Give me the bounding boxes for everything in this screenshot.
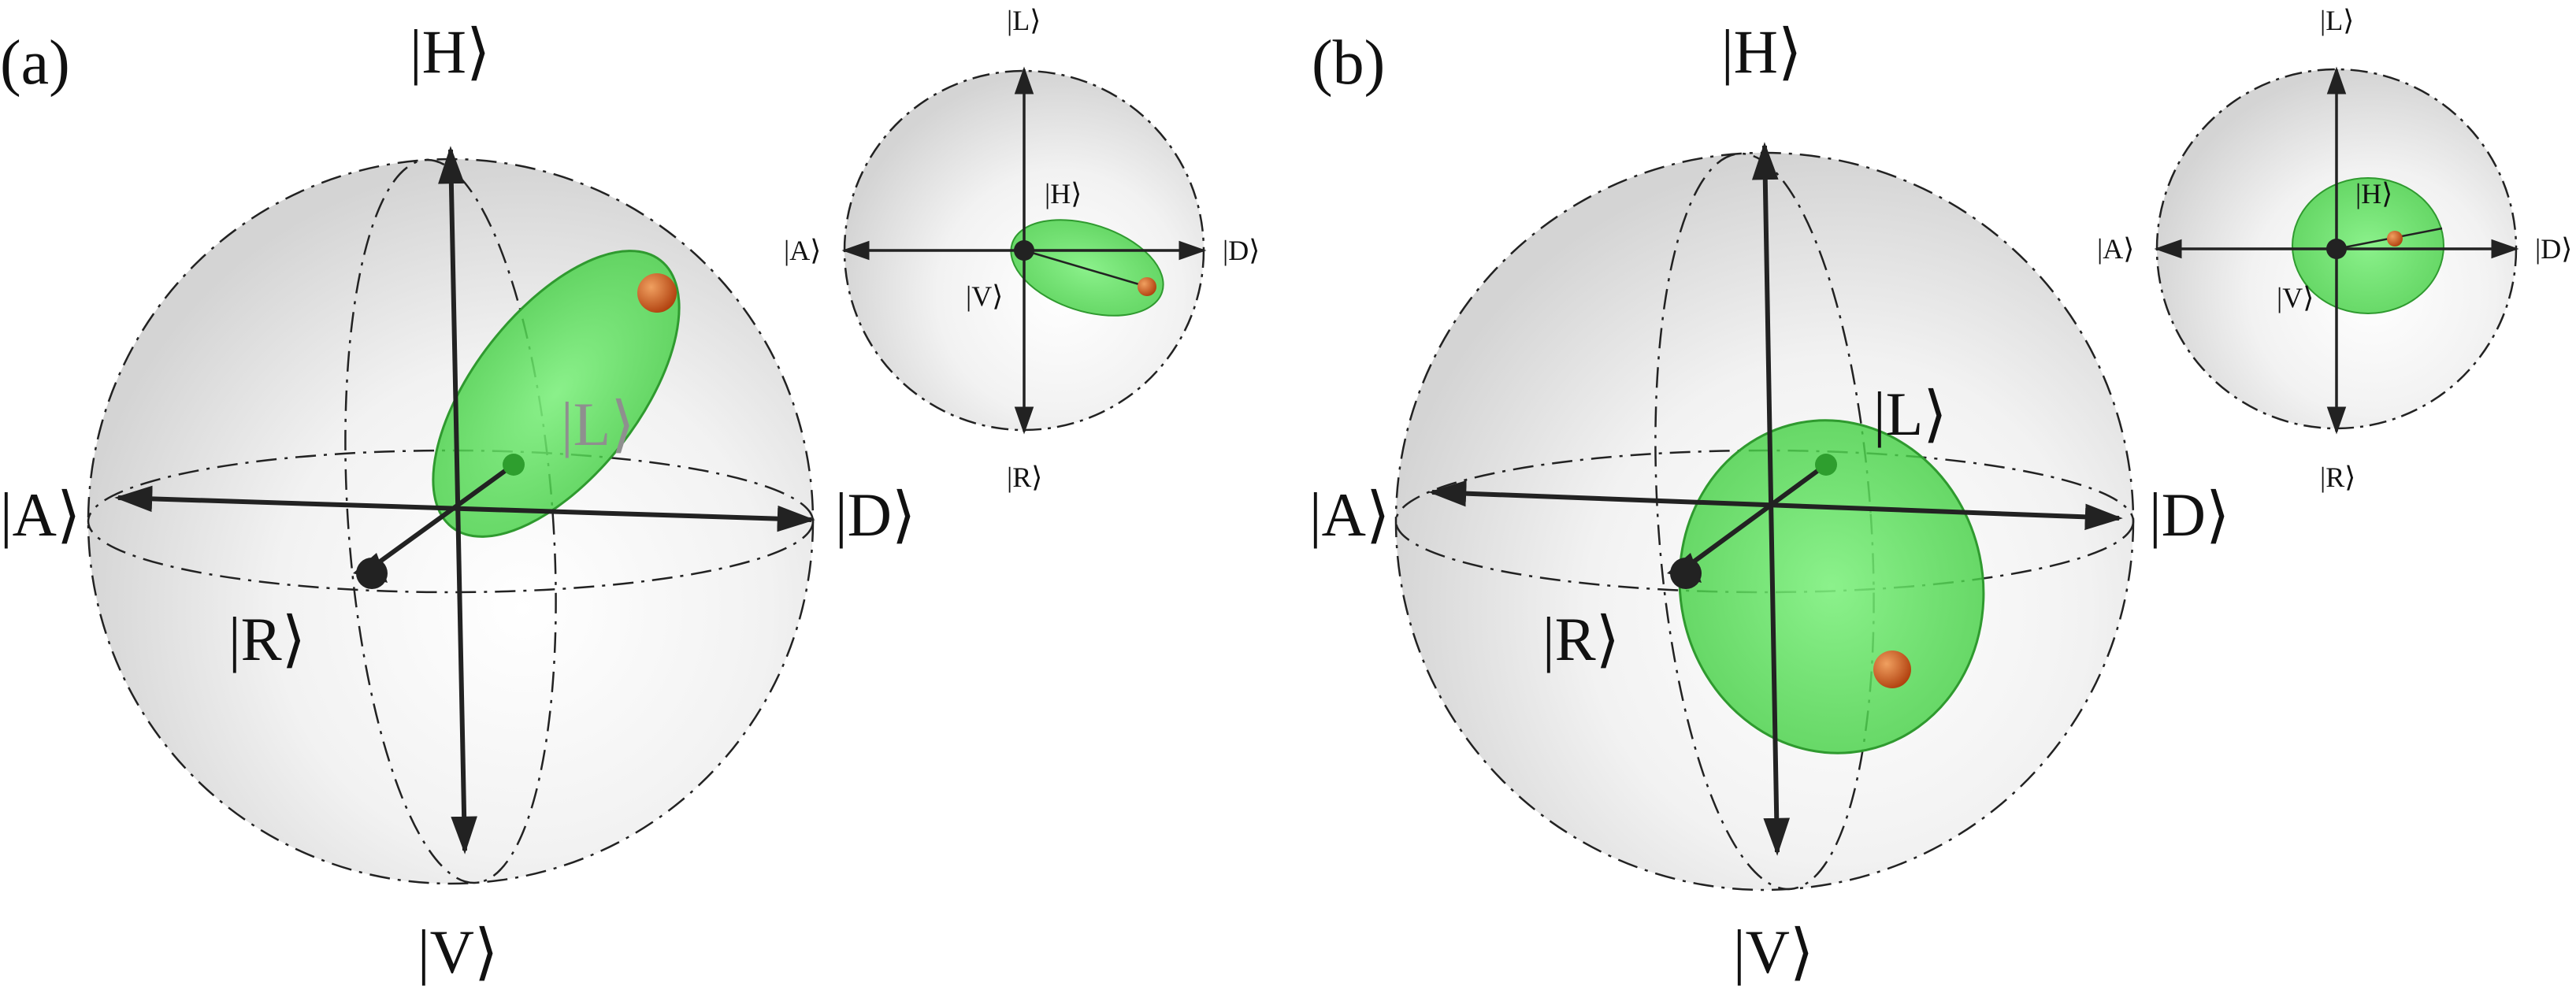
svg-text:|D⟩: |D⟩	[835, 480, 915, 549]
svg-text:|H⟩: |H⟩	[2355, 178, 2392, 209]
label-r: |R⟩	[1542, 605, 1620, 673]
inset-label-d: |D⟩	[1223, 235, 1260, 266]
label-v: |V⟩	[418, 917, 498, 986]
label-v: |V⟩	[1733, 917, 1813, 986]
panel-b-large-sphere: |H⟩ |V⟩ |A⟩ |D⟩ |R⟩ |L⟩	[1309, 17, 2229, 986]
inset-label-a: |A⟩	[784, 235, 821, 266]
inset-label-d: |D⟩	[2535, 233, 2572, 265]
inset-label-v: |V⟩	[966, 280, 1003, 312]
svg-text:|H⟩: |H⟩	[1721, 17, 1802, 86]
svg-text:|A⟩: |A⟩	[784, 235, 821, 266]
label-d: |D⟩	[2149, 480, 2229, 549]
svg-text:|V⟩: |V⟩	[1733, 917, 1813, 986]
label-l: |L⟩	[561, 390, 635, 458]
label-r: |R⟩	[228, 605, 306, 673]
svg-text:|A⟩: |A⟩	[1309, 480, 1390, 549]
svg-text:|L⟩: |L⟩	[1007, 5, 1041, 36]
svg-text:|D⟩: |D⟩	[2535, 233, 2572, 265]
label-h: |H⟩	[410, 17, 490, 86]
panel-a-tag: (a)	[0, 28, 70, 98]
panel-b-tag: (b)	[1312, 28, 1385, 98]
inset-state-point	[2387, 231, 2403, 246]
svg-text:|L⟩: |L⟩	[1873, 380, 1947, 448]
panel-a: (a) |H⟩ |V⟩ |A⟩ |D⟩ |R⟩ |L⟩	[0, 5, 1260, 986]
inset-label-r: |R⟩	[2320, 461, 2355, 493]
inset-center-dot	[1014, 240, 1034, 261]
svg-text:|R⟩: |R⟩	[1542, 605, 1620, 673]
label-h: |H⟩	[1721, 17, 1802, 86]
label-l: |L⟩	[1873, 380, 1947, 448]
inset-label-h: |H⟩	[2355, 178, 2392, 209]
panel-a-large-sphere: |H⟩ |V⟩ |A⟩ |D⟩ |R⟩ |L⟩	[0, 17, 915, 986]
panel-b-inset-sphere: |L⟩ |R⟩ |A⟩ |D⟩ |H⟩ |V⟩	[2097, 5, 2572, 493]
svg-text:|V⟩: |V⟩	[418, 917, 498, 986]
svg-text:|A⟩: |A⟩	[0, 480, 80, 549]
r-axis-cap	[1670, 558, 1702, 589]
svg-text:|V⟩: |V⟩	[2277, 282, 2314, 313]
svg-text:|L⟩: |L⟩	[2320, 5, 2354, 36]
inset-label-h: |H⟩	[1045, 178, 1082, 209]
inset-state-line	[1023, 249, 1148, 288]
label-a: |A⟩	[0, 480, 80, 549]
svg-text:|V⟩: |V⟩	[966, 280, 1003, 312]
r-l-axis	[369, 462, 515, 571]
state-point	[1873, 651, 1911, 688]
state-point	[637, 273, 677, 313]
svg-text:|L⟩: |L⟩	[561, 390, 635, 458]
label-a: |A⟩	[1309, 480, 1390, 549]
svg-text:|H⟩: |H⟩	[410, 17, 490, 86]
svg-text:|A⟩: |A⟩	[2097, 233, 2134, 265]
svg-text:|H⟩: |H⟩	[1045, 178, 1082, 209]
r-axis-cap	[356, 558, 388, 589]
inset-state-point	[1138, 277, 1156, 296]
panel-a-inset-sphere: |L⟩ |R⟩ |A⟩ |D⟩ |H⟩ |V⟩	[784, 5, 1260, 493]
panel-b: (b) |H⟩ |V⟩ |A⟩ |D⟩ |R⟩ |L⟩	[1309, 5, 2572, 986]
inset-label-v: |V⟩	[2277, 282, 2314, 313]
inset-label-l: |L⟩	[1007, 5, 1041, 36]
svg-text:|D⟩: |D⟩	[1223, 235, 1260, 266]
ellipsoid-center-dot	[503, 454, 525, 476]
ellipsoid-center-dot	[1815, 454, 1837, 476]
inset-center-dot	[2326, 239, 2347, 259]
svg-text:|R⟩: |R⟩	[2320, 461, 2355, 493]
svg-text:|D⟩: |D⟩	[2149, 480, 2229, 549]
svg-text:|R⟩: |R⟩	[228, 605, 306, 673]
a-d-axis	[1428, 480, 2123, 531]
a-d-axis	[114, 485, 815, 532]
label-d: |D⟩	[835, 480, 915, 549]
inset-label-r: |R⟩	[1007, 461, 1042, 493]
svg-text:|R⟩: |R⟩	[1007, 461, 1042, 493]
r-l-axis	[1683, 462, 1828, 571]
inset-label-a: |A⟩	[2097, 233, 2134, 265]
inset-label-l: |L⟩	[2320, 5, 2354, 36]
